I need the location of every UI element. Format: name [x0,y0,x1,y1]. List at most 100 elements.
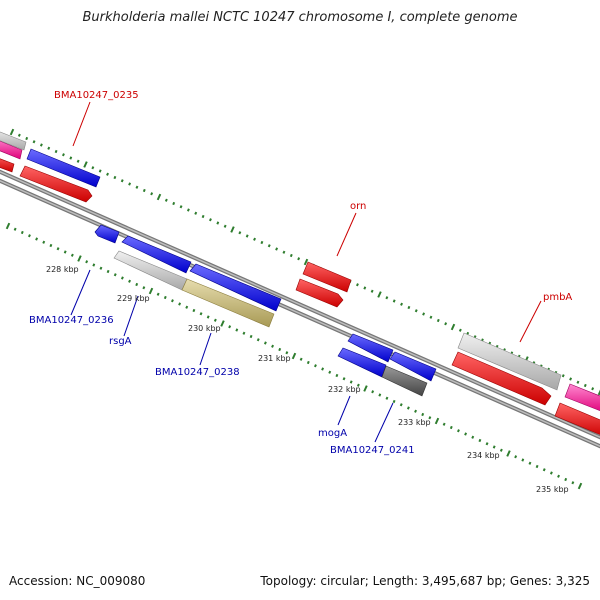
lower-scale-minor-tick [135,282,139,287]
lower-scale-minor-tick [456,429,460,433]
lower-scale-minor-tick [535,464,539,469]
upper-scale-minor-tick [422,312,426,316]
upper-scale-minor-tick [113,175,117,180]
lower-scale-minor-tick [120,276,124,280]
lower-scale-major-tick [434,417,440,425]
gene-label-pmba[interactable]: pmbA [543,292,572,303]
lower-scale-minor-tick [557,474,561,478]
lower-scale-minor-tick [13,227,17,231]
upper-scale-minor-tick [216,221,220,225]
lower-scale-minor-tick [442,422,446,426]
feature-pink-left[interactable] [0,137,23,160]
lower-scale-minor-tick [56,247,60,251]
upper-scale-minor-tick [194,211,198,215]
gene-label-bma10247-0238[interactable]: BMA10247_0238 [155,367,240,378]
lower-scale-minor-tick [349,380,353,384]
upper-scale-minor-tick [91,166,95,170]
lower-scale-minor-tick [228,325,232,329]
lower-scale-minor-tick [235,328,239,332]
feature-bma0238[interactable] [181,278,275,328]
upper-scale-minor-tick [444,322,448,326]
lower-scale-minor-tick [406,406,410,410]
upper-scale-major-tick [83,161,88,168]
upper-scale-major-tick [230,226,235,233]
lower-scale-minor-tick [335,373,339,378]
upper-scale-minor-tick [54,149,58,154]
lower-scale-minor-tick [263,341,267,345]
gene-label-moga[interactable]: mogA [318,428,347,439]
feature-moga[interactable] [337,347,387,378]
lower-scale-minor-tick [113,273,117,277]
lower-scale-major-tick [77,255,82,262]
upper-scale-minor-tick [561,374,565,378]
gene-label-rsga[interactable]: rsgA [109,336,132,347]
upper-scale-minor-tick [238,231,242,235]
feature-red-upper-1[interactable] [19,165,93,203]
upper-scale-minor-tick [164,198,168,202]
reverse-features [94,224,437,397]
lower-scale-minor-tick [285,351,289,355]
feature-grey-left[interactable] [0,128,27,151]
lower-scale-minor-tick [99,266,103,270]
tick-label-234: 234 kbp [467,451,500,460]
upper-scale-minor-tick [186,208,190,212]
lower-scale-minor-tick [299,357,303,361]
lower-scale-minor-tick [542,468,546,472]
lower-scale-minor-tick [106,269,110,274]
feature-small-blue[interactable] [94,224,120,244]
lower-scale-track [5,222,583,490]
feature-blue-232a[interactable] [347,333,394,363]
upper-scale-minor-tick [400,302,404,306]
upper-scale-minor-tick [69,156,73,160]
lower-scale-major-tick [5,222,11,230]
feature-bma0236[interactable] [121,235,192,274]
lower-scale-minor-tick [163,295,167,300]
lower-scale-minor-tick [170,299,174,303]
upper-scale-minor-tick [106,172,110,176]
lower-scale-minor-tick [499,448,503,452]
feature-blue-231[interactable] [189,263,282,312]
gene-label-orn[interactable]: orn [350,201,366,212]
gene-label-bma10247-0236[interactable]: BMA10247_0236 [29,315,114,326]
feature-pmba-grey[interactable] [457,332,562,391]
feature-red-right[interactable] [554,402,600,437]
feature-pmba-red[interactable] [451,351,552,406]
lower-scale-minor-tick [528,461,532,465]
lower-scale-minor-tick [306,360,310,365]
upper-scale-minor-tick [591,387,595,391]
upper-scale-minor-tick [355,283,359,287]
upper-scale-minor-tick [583,383,587,388]
lower-scale-minor-tick [428,416,432,420]
gene-label-bma10247-0241[interactable]: BMA10247_0241 [330,445,415,456]
feature-blue-232b[interactable] [389,351,437,382]
feature-orn-1[interactable] [302,261,352,293]
upper-scale-minor-tick [576,380,580,384]
lower-scale-minor-tick [35,237,39,241]
upper-scale-minor-tick [414,309,418,313]
upper-scale-major-tick [597,389,600,396]
upper-scale-minor-tick [289,253,293,258]
gene-label-bma10247-0235[interactable]: BMA10247_0235 [54,90,139,101]
lower-scale-minor-tick [213,318,217,322]
lower-scale-major-tick [577,482,583,490]
upper-scale-minor-tick [407,305,411,310]
feature-red-left-upper[interactable] [0,155,15,173]
upper-scale-minor-tick [150,192,154,196]
lower-scale-minor-tick [521,458,525,462]
upper-scale-minor-tick [253,237,257,241]
feature-pink-right[interactable] [564,383,600,413]
lower-scale-minor-tick [342,377,346,381]
upper-scale-minor-tick [47,146,51,150]
feature-bma0241[interactable] [381,365,428,397]
lower-scale-minor-tick [249,334,253,339]
feature-orn-2[interactable] [295,278,344,308]
forward-features [0,128,600,437]
lower-scale-minor-tick [142,286,146,290]
upper-scale-major-tick [9,128,15,136]
upper-scale-minor-tick [61,153,65,157]
lower-scale-minor-tick [199,312,203,316]
reverse-gene-labels: BMA10247_0236 rsgA BMA10247_0238 mogA BM… [29,315,415,456]
feature-bma0235[interactable] [26,148,101,188]
lower-scale-minor-tick [321,367,325,371]
